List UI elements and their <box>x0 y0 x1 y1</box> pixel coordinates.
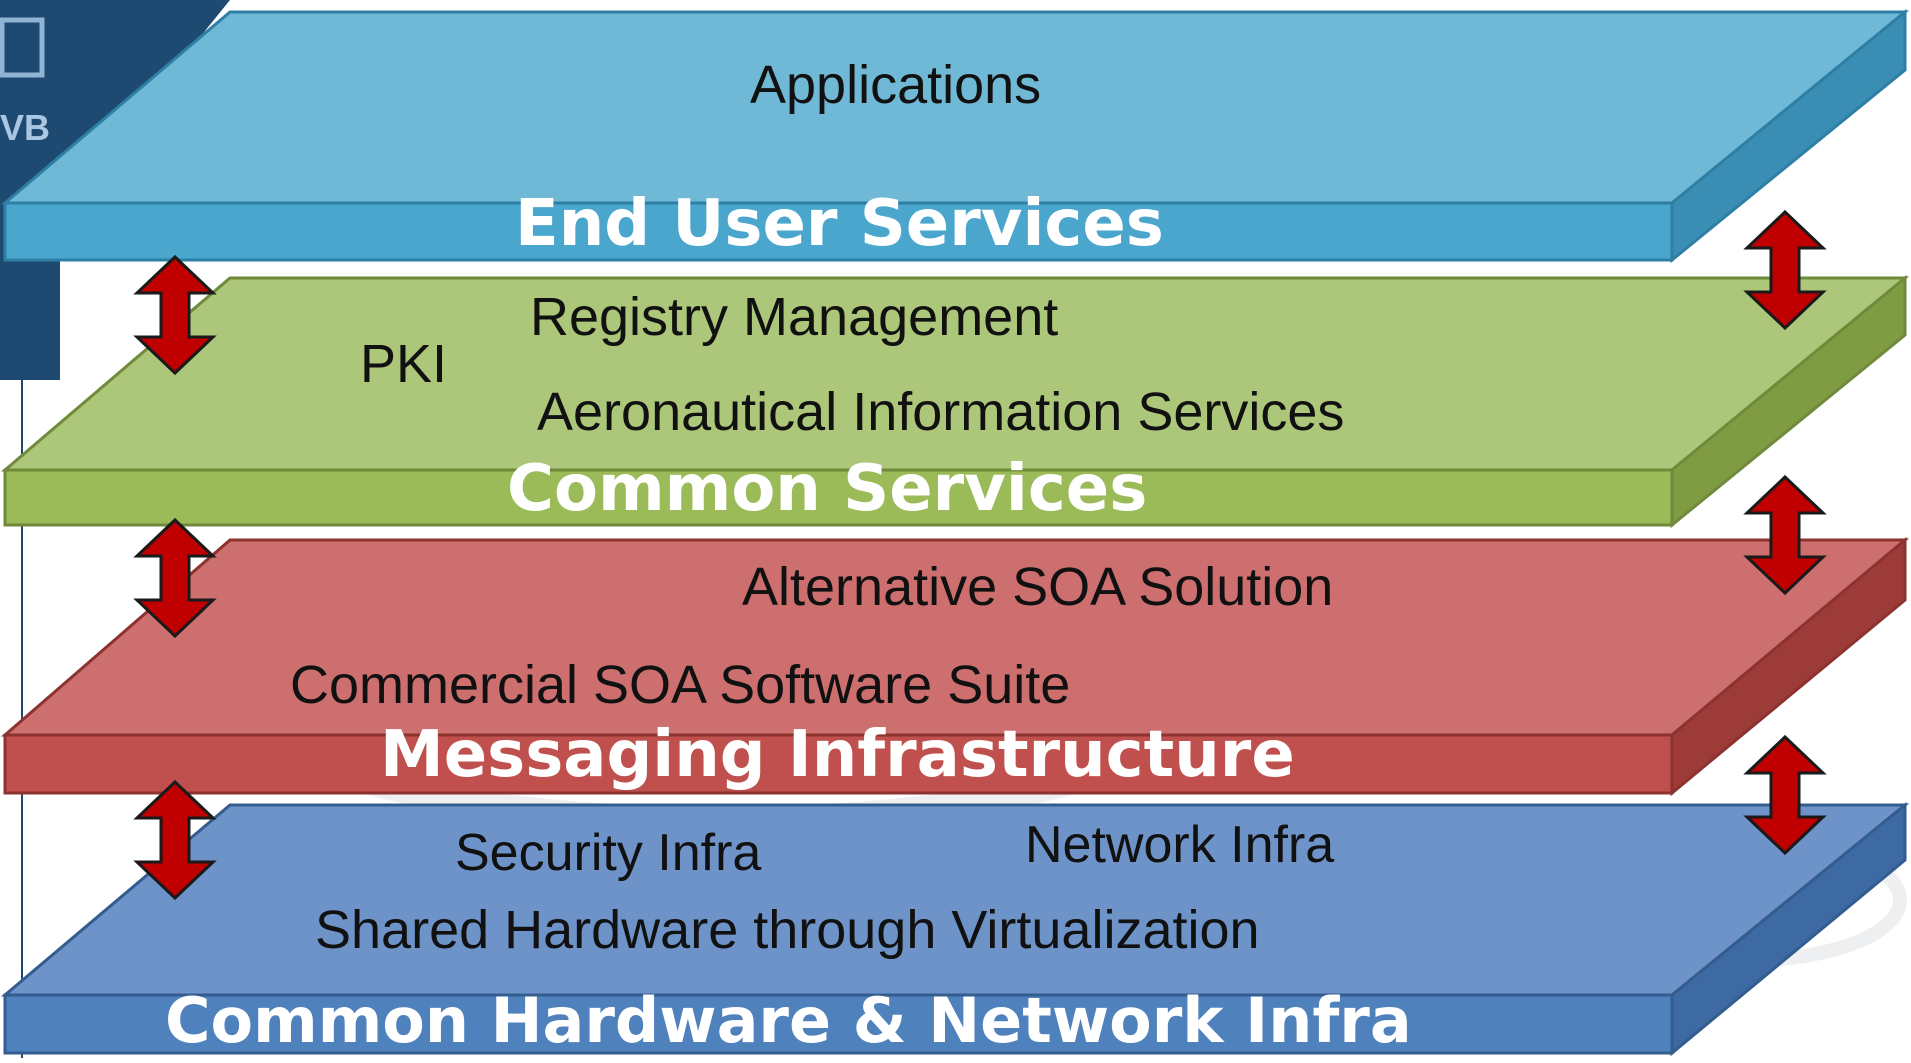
layer-common-services: Registry Management PKI Aeronautical Inf… <box>0 274 1910 529</box>
layer-hardware-side <box>1670 801 1907 1057</box>
layer-end-user-front <box>3 201 1674 262</box>
layer-end-user: Applications End User Services <box>0 8 1910 264</box>
corner-logo-text: VB <box>0 107 50 148</box>
common-label-pki: PKI <box>360 334 447 394</box>
messaging-label-commercial: Commercial SOA Software Suite <box>290 655 1070 715</box>
layer-hardware-front <box>3 993 1674 1055</box>
hardware-label-virtualization: Shared Hardware through Virtualization <box>315 900 1260 960</box>
layer-end-user-side <box>1670 8 1907 264</box>
layer-messaging: Alternative SOA Solution Commercial SOA … <box>0 536 1910 797</box>
messaging-layer-title: Messaging Infrastructure <box>380 718 1295 792</box>
common-label-registry: Registry Management <box>530 287 1058 347</box>
layer-hardware: Security Infra Network Infra Shared Hard… <box>0 801 1910 1057</box>
common-label-aeronautical: Aeronautical Information Services <box>537 382 1344 442</box>
end-user-layer-title: End User Services <box>515 187 1164 261</box>
end-user-label-applications: Applications <box>750 55 1041 115</box>
hardware-label-security: Security Infra <box>455 824 761 882</box>
layer-messaging-front <box>3 733 1674 795</box>
messaging-label-alternative: Alternative SOA Solution <box>742 557 1333 617</box>
layer-common-side <box>1670 274 1907 529</box>
hardware-layer-title: Common Hardware & Network Infra <box>165 984 1412 1057</box>
common-layer-title: Common Services <box>507 452 1147 526</box>
hardware-label-network: Network Infra <box>1025 816 1334 874</box>
layer-messaging-side <box>1670 536 1907 797</box>
